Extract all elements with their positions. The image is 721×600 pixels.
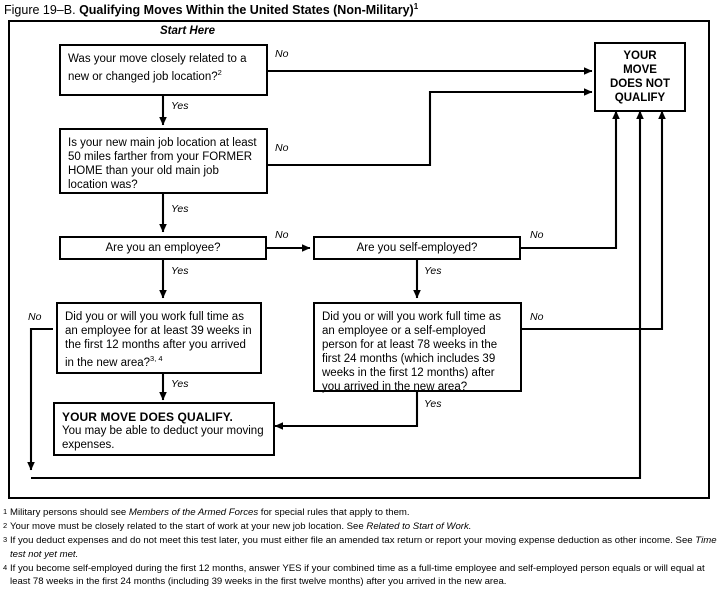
figure-name: Qualifying Moves Within the United State…: [79, 3, 414, 18]
node-q3-employee[interactable]: Are you an employee?: [59, 236, 267, 260]
edge-label-q3s-no: No: [530, 229, 544, 241]
edge-label-q1-no: No: [275, 48, 289, 60]
node-q4-employee[interactable]: Did you or will you work full time as an…: [56, 302, 262, 374]
edge-label-q3e-yes: Yes: [171, 265, 189, 277]
footnote-marker: 4: [3, 562, 8, 572]
edge-label-q4e-no: No: [28, 311, 42, 323]
node-q1-question: Was your move closely related to a new o…: [68, 53, 247, 83]
edge-label-q2-yes: Yes: [171, 203, 189, 215]
node-q1[interactable]: Was your move closely related to a new o…: [59, 44, 268, 96]
footnote-text: If you become self-employed during the f…: [10, 562, 705, 588]
edge-label-q4s-no: No: [530, 311, 544, 323]
node-qualify-body: You may be able to deduct your moving ex…: [62, 425, 264, 451]
node-q4-employee-text: Did you or will you work full time as an…: [65, 310, 255, 370]
footnote-emphasis: Related to Start of Work.: [366, 521, 472, 533]
figure-title-footnote-marker: 1: [413, 2, 419, 11]
node-not-qualify[interactable]: YOUR MOVE DOES NOT QUALIFY: [594, 42, 686, 112]
node-qualify-heading: YOUR MOVE DOES QUALIFY.: [62, 410, 233, 424]
figure-number: Figure 19–B.: [4, 3, 76, 18]
figure-title: Figure 19–B. Qualifying Moves Within the…: [4, 2, 418, 17]
node-qualify-text: YOUR MOVE DOES QUALIFY. You may be able …: [62, 410, 268, 452]
start-here-label: Start Here: [160, 25, 215, 37]
footnote-text: Your move must be closely related to the…: [10, 521, 367, 533]
edge-label-q3s-yes: Yes: [424, 265, 442, 277]
footnote-marker: 3: [3, 535, 8, 545]
node-not-qualify-line3: DOES NOT: [609, 78, 671, 90]
footnote-text: for special rules that apply to them.: [258, 507, 410, 518]
node-q2-text: Is your new main job location at least 5…: [68, 137, 257, 191]
node-q4-selfemployed-text: Did you or will you work full time as an…: [322, 311, 501, 393]
footnote-text: Military persons should see: [10, 507, 129, 518]
node-not-qualify-text: YOUR MOVE DOES NOT QUALIFY: [610, 49, 670, 105]
edge-label-q4s-yes: Yes: [424, 398, 442, 410]
node-qualify[interactable]: YOUR MOVE DOES QUALIFY. You may be able …: [53, 402, 275, 456]
edge-label-q2-no: No: [275, 142, 289, 154]
footnote-marker: 2: [3, 521, 8, 531]
node-q1-text: Was your move closely related to a new o…: [68, 52, 261, 84]
node-q3-selfemployed-text: Are you self-employed?: [356, 242, 478, 254]
footnote-emphasis: Time test not yet met.: [10, 535, 717, 560]
node-not-qualify-line4: QUALIFY: [614, 92, 666, 104]
node-q3-employee-text: Are you an employee?: [105, 242, 221, 254]
edge-label-q3e-no: No: [275, 229, 289, 241]
node-q4-employee-footnote-marker: 3, 4: [150, 354, 163, 363]
node-q4-employee-question: Did you or will you work full time as an…: [65, 311, 252, 369]
node-q1-footnote-marker: 2: [217, 68, 222, 77]
node-not-qualify-line2: MOVE: [623, 64, 657, 76]
node-q4-selfemployed[interactable]: Did you or will you work full time as an…: [313, 302, 522, 393]
node-q2[interactable]: Is your new main job location at least 5…: [59, 128, 268, 194]
node-q3-selfemployed[interactable]: Are you self-employed?: [313, 236, 521, 260]
node-not-qualify-line1: YOUR: [623, 50, 657, 62]
edge-label-q1-yes: Yes: [171, 100, 189, 112]
footnote-emphasis: Members of the Armed Forces: [128, 507, 259, 518]
footnote-text: If you deduct expenses and do not meet t…: [10, 535, 696, 547]
edge-label-q4e-yes: Yes: [171, 378, 189, 390]
footnote-marker: 1: [3, 507, 8, 516]
